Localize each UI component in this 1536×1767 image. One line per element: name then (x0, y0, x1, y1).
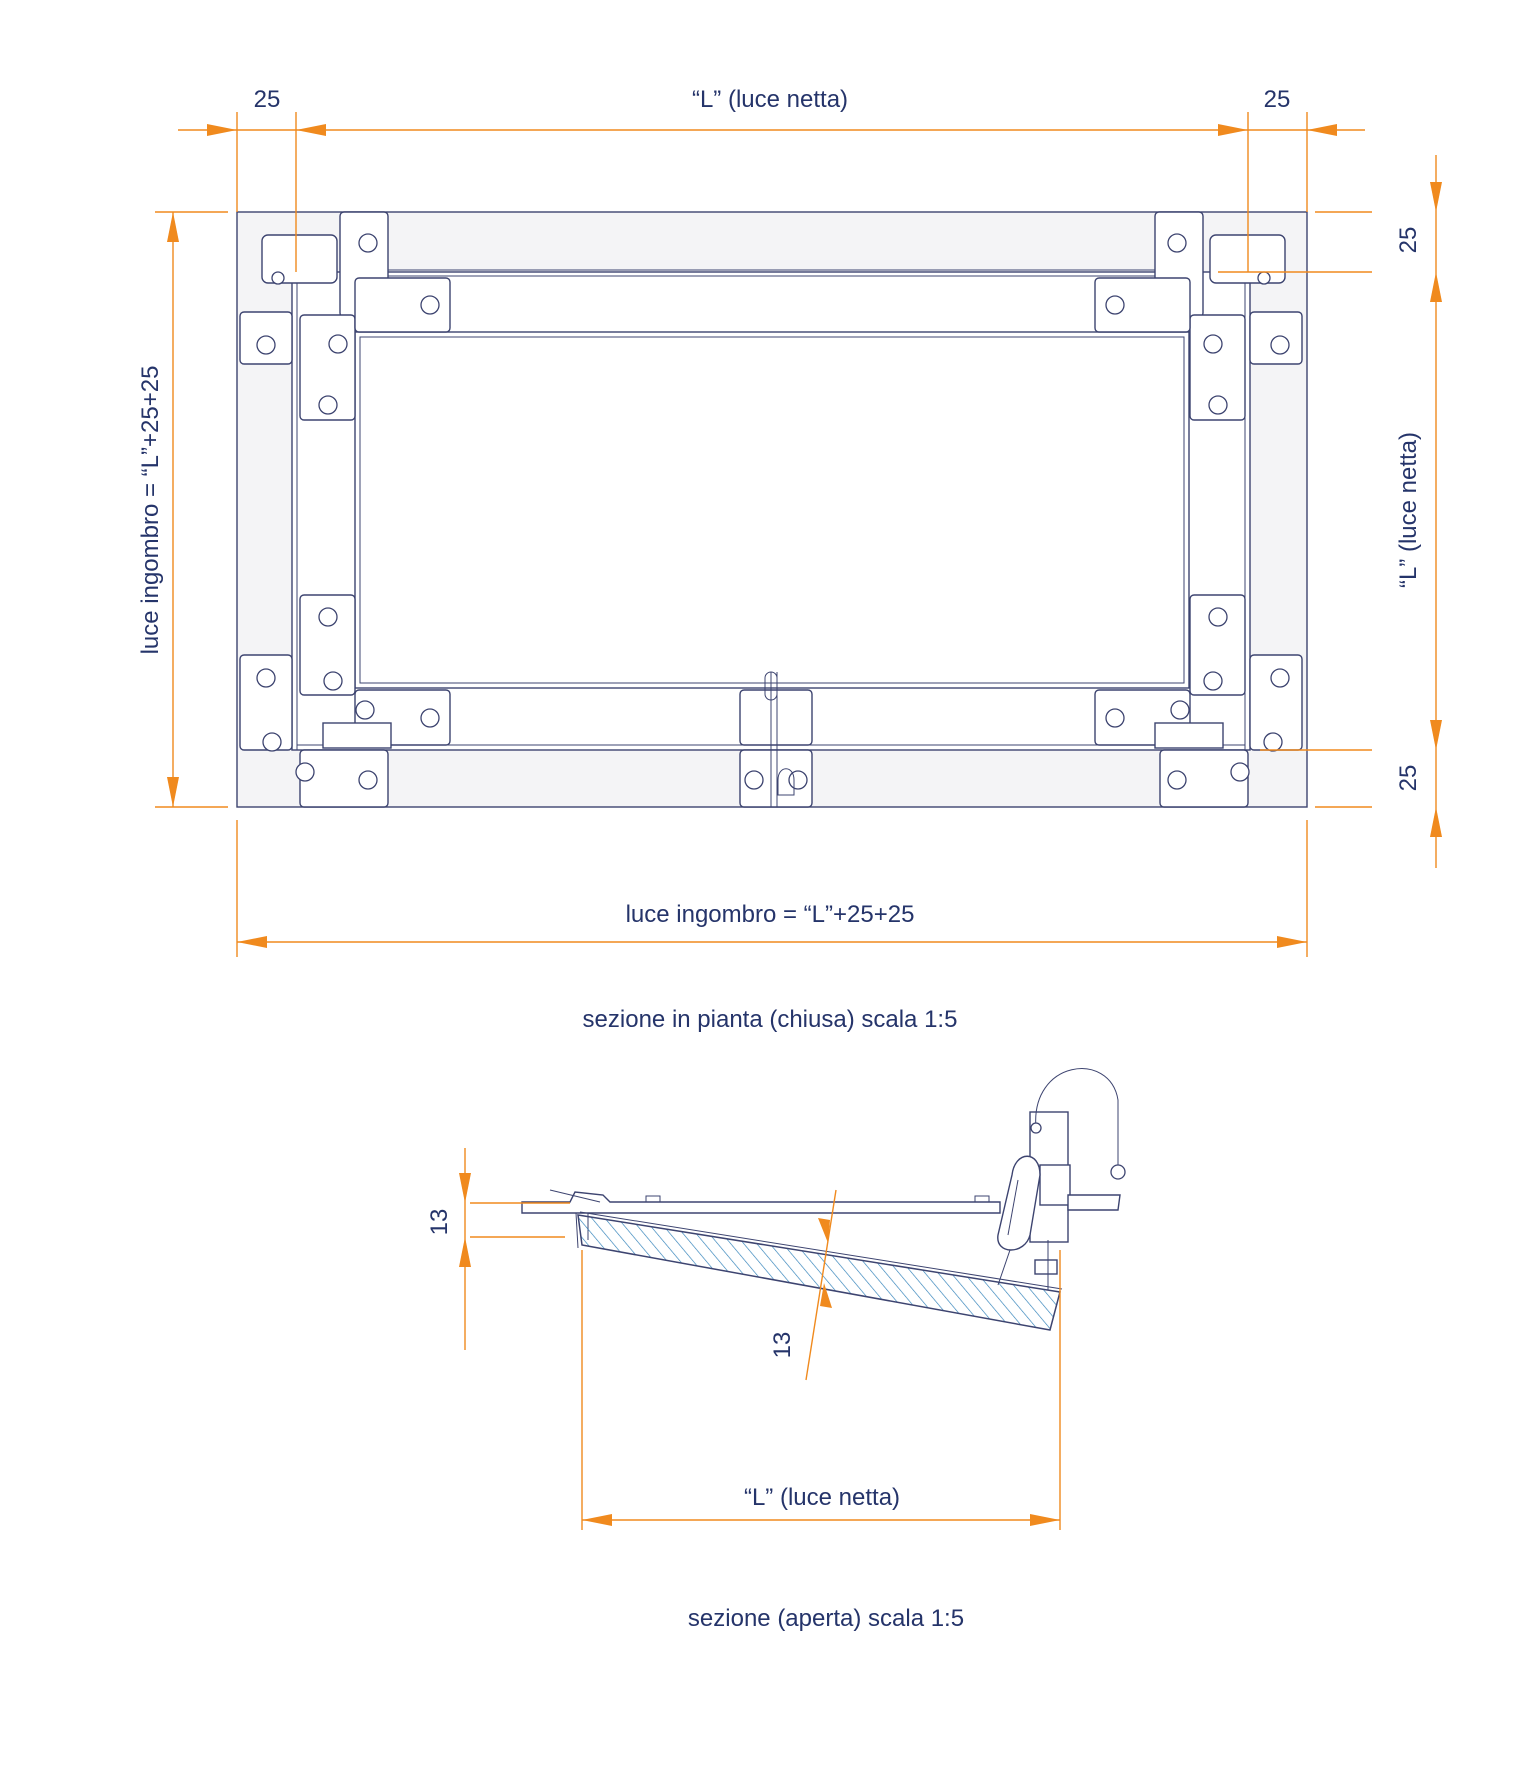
corner-plates (239, 211, 1303, 808)
plan-dimensions (155, 112, 1442, 957)
section-left-thickness-label: 13 (426, 1209, 453, 1236)
right-bottom-offset-label: 25 (1395, 765, 1422, 792)
plan-view (236, 211, 1308, 808)
section-caption: sezione (aperta) scala 1:5 (688, 1605, 964, 1632)
right-span-label: “L” (luce netta) (1395, 432, 1422, 588)
top-right-offset-label: 25 (1264, 86, 1291, 113)
top-left-offset-label: 25 (254, 86, 281, 113)
clear-opening (354, 331, 1190, 689)
section-panel-thickness-label: 13 (769, 1332, 796, 1359)
bottom-overall-label: luce ingombro = “L”+25+25 (626, 901, 915, 928)
right-top-offset-label: 25 (1395, 227, 1422, 254)
section-dimensions (459, 1148, 1061, 1530)
latch (764, 671, 795, 807)
section-span-label: “L” (luce netta) (744, 1484, 900, 1511)
screw-holes (256, 233, 1290, 790)
section-view (521, 1068, 1126, 1331)
left-overall-label: luce ingombro = “L”+25+25 (137, 366, 164, 655)
top-span-label: “L” (luce netta) (692, 86, 848, 113)
plan-caption: sezione in pianta (chiusa) scala 1:5 (583, 1006, 958, 1033)
